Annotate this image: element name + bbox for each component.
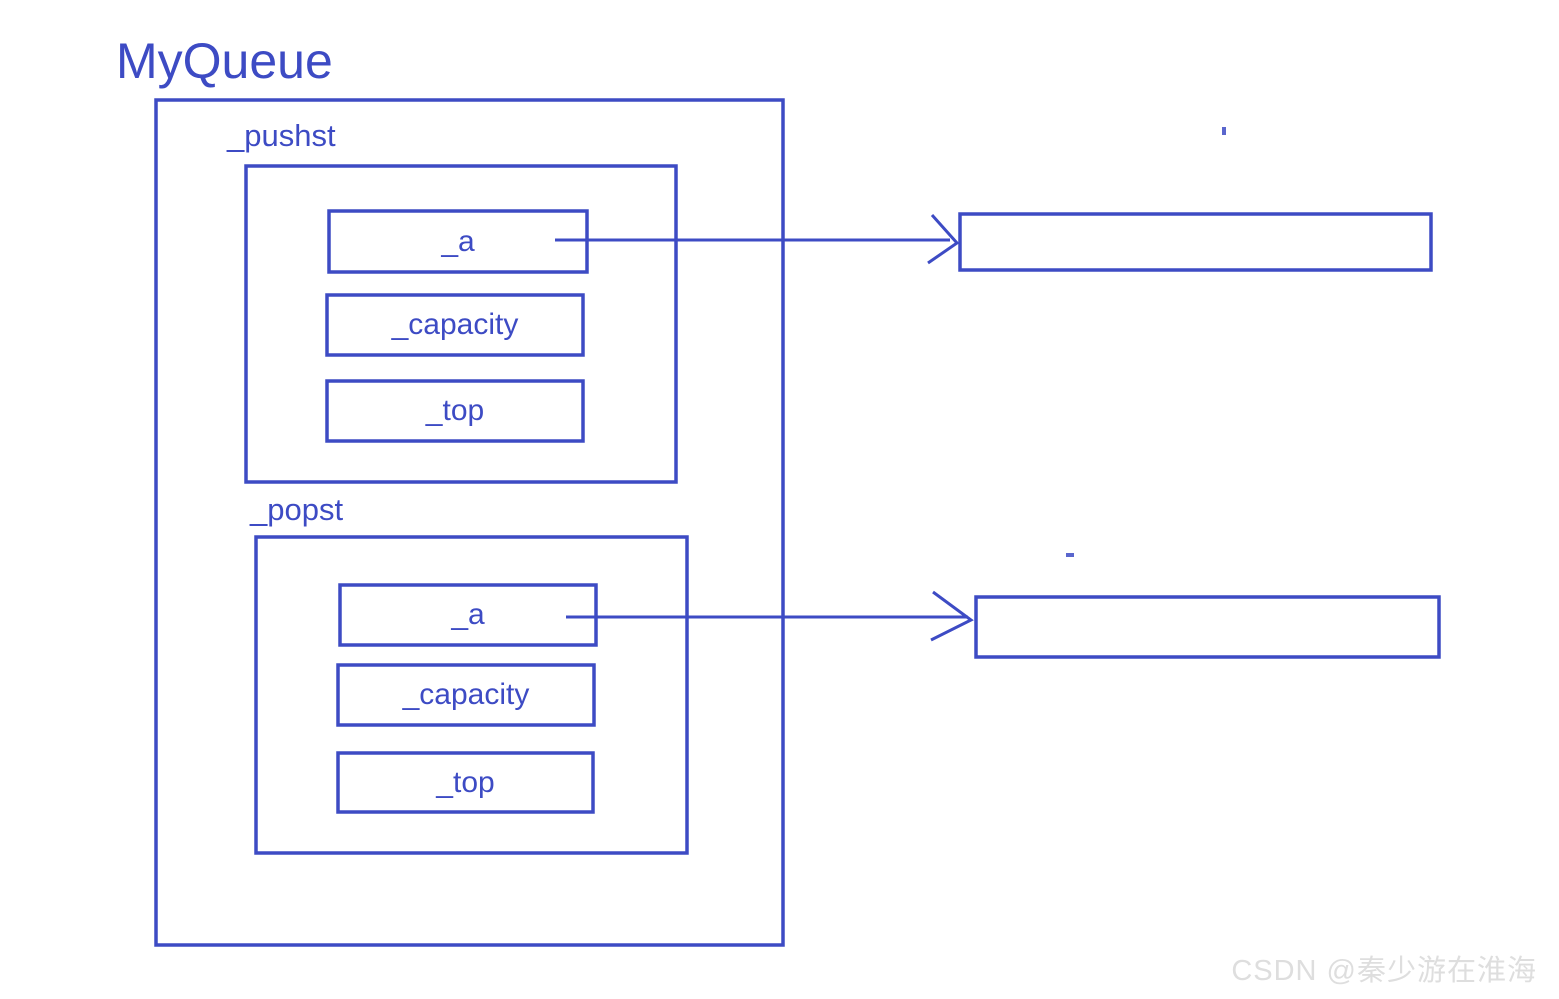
pushst-group-box [244, 164, 678, 484]
target-box-popst-array [974, 595, 1441, 659]
popst-group-box [254, 535, 689, 855]
popst-field-box-capacity [336, 663, 596, 727]
popst-field-box-top [336, 751, 595, 814]
pushst-field-box-a [327, 209, 589, 274]
arrow-head-pushst-a [927, 214, 960, 265]
stray-mark-upper [1222, 127, 1226, 135]
csdn-watermark: CSDN @秦少游在淮海 [1231, 955, 1537, 987]
stray-mark-lower [1066, 553, 1074, 557]
popst-field-box-a [338, 583, 598, 647]
myqueue-outer-box [154, 98, 785, 947]
target-box-pushst-array [958, 212, 1433, 272]
group-label-pushst: _pushst [227, 118, 336, 153]
pushst-field-box-top [325, 379, 585, 443]
group-label-popst: _popst [250, 492, 344, 527]
arrow-head-popst-a [930, 590, 974, 642]
page-title: MyQueue [116, 33, 333, 89]
pushst-field-box-capacity [325, 293, 585, 357]
